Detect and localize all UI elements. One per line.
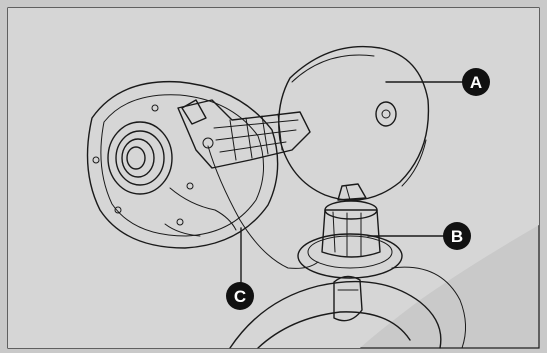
callout-a: A	[462, 68, 490, 96]
callout-b: B	[443, 222, 471, 250]
callout-b-label: B	[451, 227, 463, 246]
callout-c: C	[226, 282, 254, 310]
callout-a-label: A	[470, 73, 482, 92]
callout-c-label: C	[234, 287, 246, 306]
